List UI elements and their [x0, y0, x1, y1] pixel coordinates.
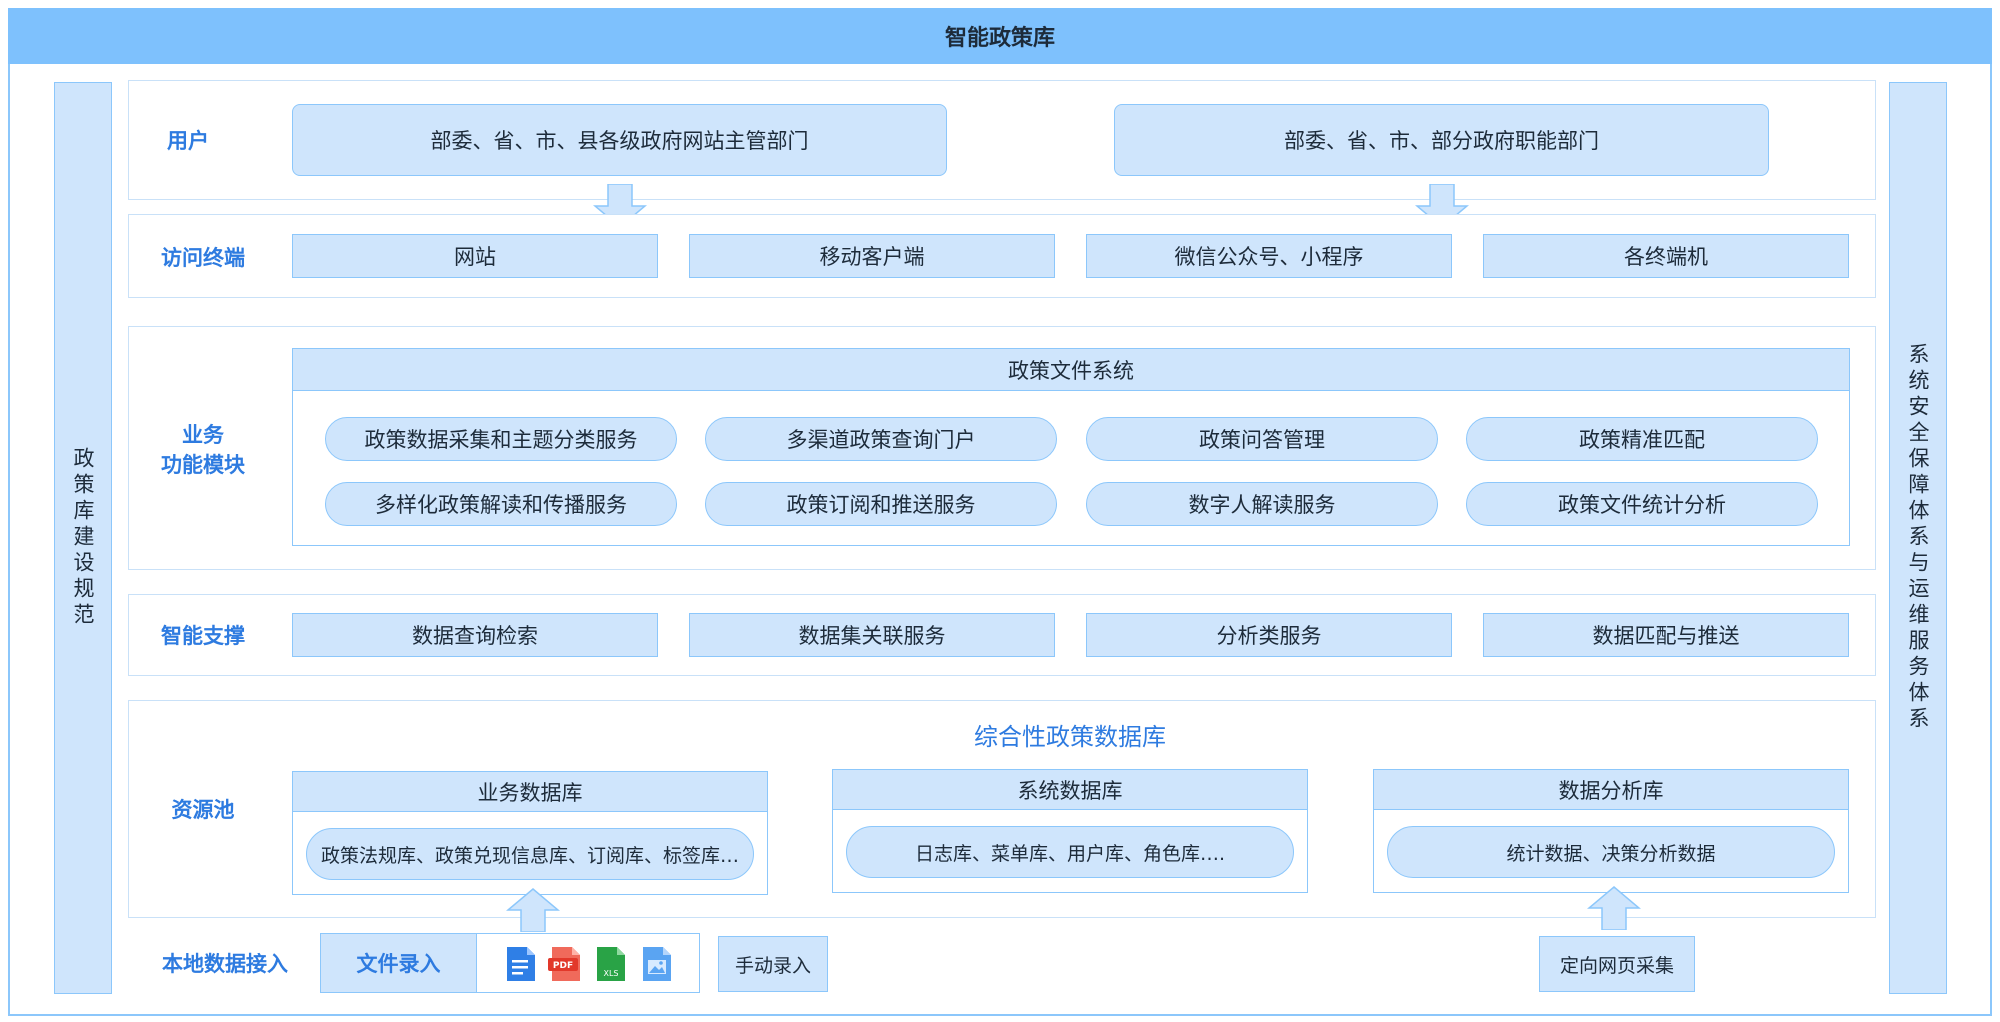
business-label-line2: 功能模块: [161, 453, 245, 477]
business-db-content: 政策法规库、政策兑现信息库、订阅库、标签库…: [306, 828, 754, 880]
terminal-mobile: 移动客户端: [689, 234, 1055, 278]
local-label: 本地数据接入: [162, 952, 288, 976]
business-label: 业务 功能模块: [138, 420, 268, 480]
left-side-panel: 政策库建设规范: [54, 82, 112, 994]
smart-item: 分析类服务: [1086, 613, 1452, 657]
module-pill: 政策文件统计分析: [1466, 482, 1818, 526]
pdf-icon-text: PDF: [553, 961, 573, 971]
right-side-panel: 系统安全保障体系与运维服务体系: [1889, 82, 1947, 994]
user-box-2: 部委、省、市、部分政府职能部门: [1114, 104, 1769, 176]
xls-icon: XLS: [594, 946, 628, 986]
module-pill: 多渠道政策查询门户: [705, 417, 1057, 461]
database-title: 综合性政策数据库: [974, 722, 1166, 751]
terminal-kiosk: 各终端机: [1483, 234, 1849, 278]
up-arrow-icon: [506, 888, 560, 932]
document-icon: [504, 946, 538, 986]
right-side-label: 系统安全保障体系与运维服务体系: [1906, 343, 1930, 733]
xls-icon-text: XLS: [603, 969, 618, 978]
module-pill: 政策订阅和推送服务: [705, 482, 1057, 526]
business-db-title: 业务数据库: [293, 772, 767, 812]
smart-label: 智能支撑: [161, 624, 245, 648]
system-db-title: 系统数据库: [833, 770, 1307, 810]
terminal-wechat: 微信公众号、小程序: [1086, 234, 1452, 278]
image-icon: [640, 946, 674, 986]
pdf-icon: PDF: [548, 946, 584, 986]
policy-system-title: 政策文件系统: [293, 349, 1849, 391]
module-pill: 政策精准匹配: [1466, 417, 1818, 461]
analysis-db-title: 数据分析库: [1374, 770, 1848, 810]
module-pill: 政策数据采集和主题分类服务: [325, 417, 677, 461]
left-side-label: 政策库建设规范: [71, 447, 95, 629]
system-db-content: 日志库、菜单库、用户库、角色库….: [846, 826, 1294, 878]
module-pill: 多样化政策解读和传播服务: [325, 482, 677, 526]
terminals-label: 访问终端: [161, 246, 245, 270]
up-arrow-icon: [1587, 886, 1641, 930]
business-label-line1: 业务: [182, 423, 224, 447]
user-box-1: 部委、省、市、县各级政府网站主管部门: [292, 104, 947, 176]
manual-input-box: 手动录入: [718, 936, 828, 992]
module-pill: 数字人解读服务: [1086, 482, 1438, 526]
analysis-db-content: 统计数据、决策分析数据: [1387, 826, 1835, 878]
outer-frame: [8, 64, 1992, 1016]
smart-item: 数据匹配与推送: [1483, 613, 1849, 657]
web-collect-box: 定向网页采集: [1539, 936, 1695, 992]
smart-item: 数据集关联服务: [689, 613, 1055, 657]
users-label: 用户: [167, 129, 209, 153]
page-title: 智能政策库: [8, 8, 1992, 64]
module-pill: 政策问答管理: [1086, 417, 1438, 461]
resources-label: 资源池: [171, 798, 235, 822]
terminal-website: 网站: [292, 234, 658, 278]
smart-item: 数据查询检索: [292, 613, 658, 657]
file-input-label: 文件录入: [321, 934, 477, 992]
